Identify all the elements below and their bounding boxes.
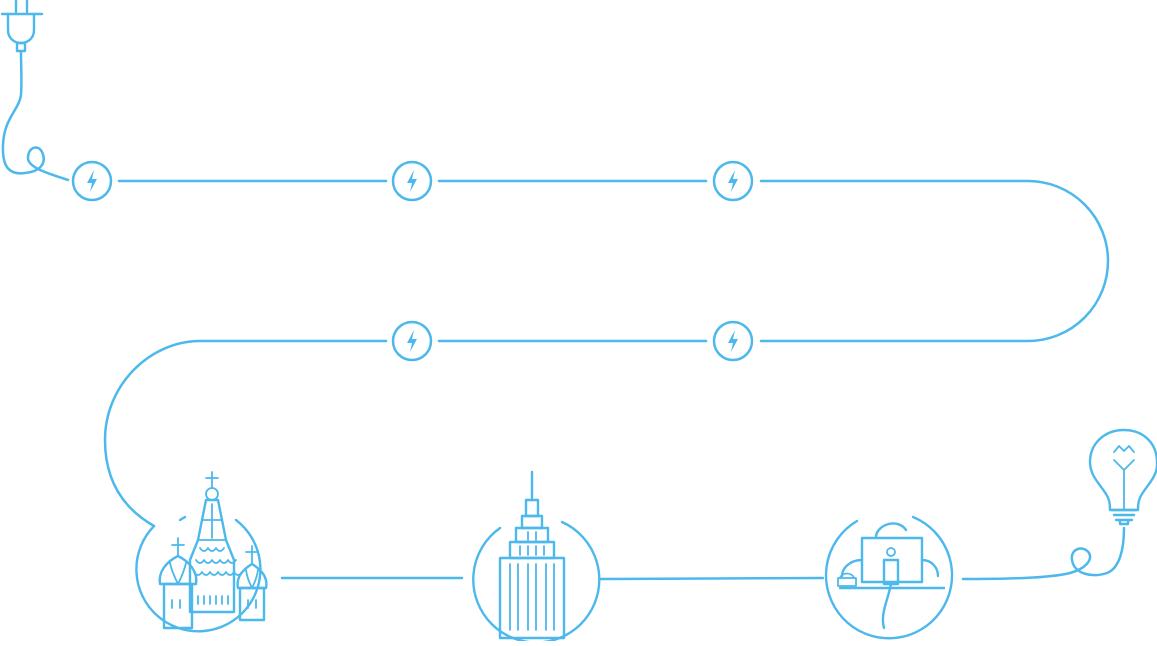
- light-bulb-icon: [1088, 428, 1157, 526]
- bolt-node-ring: [712, 160, 754, 202]
- lightning-bolt-icon: [391, 160, 433, 202]
- person-at-computer-icon: [824, 515, 954, 640]
- bolt-nodes: [71, 160, 754, 362]
- wires: [1, 50, 1126, 581]
- empire-state-building-icon: [472, 470, 601, 644]
- bolt-node-ring: [391, 160, 433, 202]
- power-plug-icon: [0, 0, 44, 53]
- bolt-glyph: [87, 170, 97, 192]
- wire-left-bend: [103, 339, 388, 528]
- lightning-bolt-icon: [712, 320, 754, 362]
- bolt-glyph: [407, 330, 417, 352]
- bolt-glyph: [728, 170, 738, 192]
- bolt-node-ring: [712, 320, 754, 362]
- lightning-bolt-icon: [712, 160, 754, 202]
- lightning-bolt-icon: [71, 160, 113, 202]
- bolt-node-ring: [391, 320, 433, 362]
- wire-right-bend: [759, 179, 1110, 343]
- bolt-node-ring: [71, 160, 113, 202]
- bulb-cable: [961, 526, 1126, 581]
- bolt-glyph: [407, 170, 417, 192]
- st-basils-cathedral-icon: [135, 471, 268, 633]
- bolt-glyph: [728, 330, 738, 352]
- lightning-bolt-icon: [391, 320, 433, 362]
- wire-bottom-2: [599, 576, 825, 581]
- plug-cable: [1, 50, 70, 182]
